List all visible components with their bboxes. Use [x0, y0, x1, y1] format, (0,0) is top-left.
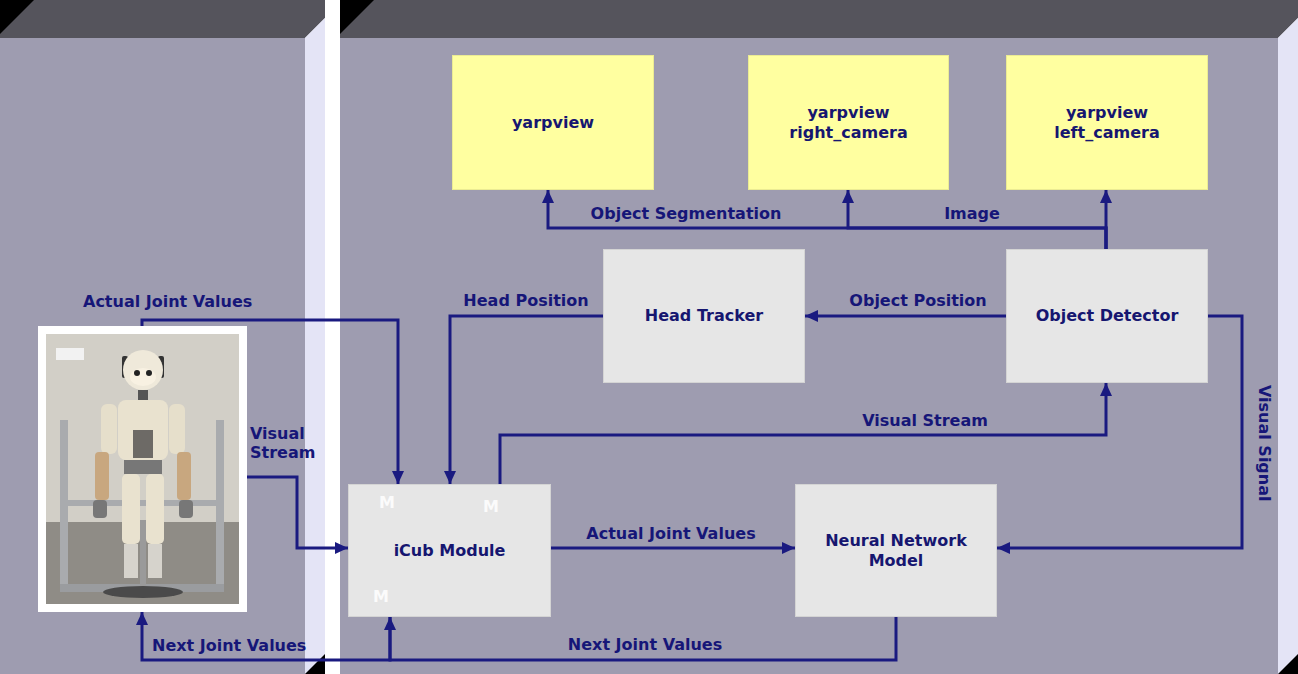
robot-hand: [93, 500, 107, 518]
connector-label: Object Position: [849, 291, 986, 310]
signal-wire: [142, 612, 390, 660]
robot-arm: [177, 452, 191, 500]
panel-corner: [1278, 654, 1298, 674]
box-title: iCub Module: [394, 541, 506, 561]
signal-connector: [450, 316, 603, 484]
robot-leg: [124, 544, 138, 578]
robot-arm: [101, 404, 117, 454]
port-marker: M: [373, 589, 389, 605]
panel-body: [340, 38, 1278, 674]
module-box: Object Detector: [1006, 249, 1208, 383]
panel-side: [305, 18, 325, 674]
signal-label: Next Joint Values: [152, 636, 306, 655]
signal-label: Visual Stream: [250, 424, 312, 462]
connector-label: Next Joint Values: [568, 635, 722, 654]
signal-wire: [142, 320, 398, 484]
robot-stand: [103, 586, 183, 598]
signal-connector: [551, 547, 795, 550]
photo-wall: [46, 334, 239, 604]
connector-label: Actual Joint Values: [586, 524, 755, 543]
panel-body: [0, 38, 305, 674]
robot-torso: [133, 430, 153, 458]
panel-side: [1278, 18, 1298, 674]
panel-top-bar: [0, 0, 325, 38]
viewer-box: yarpview: [452, 55, 654, 190]
box-title: yarpview: [512, 113, 594, 133]
connector-label: Head Position: [463, 291, 588, 310]
box-title: Neural Network Model: [811, 531, 981, 571]
module-box: Neural Network Model: [795, 484, 997, 617]
signal-connector: [390, 617, 896, 660]
robot-eye: [134, 370, 140, 376]
frame-bar: [60, 500, 224, 506]
robot-hand: [179, 500, 193, 518]
robot-photo: [38, 326, 247, 612]
panel-corner: [340, 0, 374, 34]
module-box: Head Tracker: [603, 249, 805, 383]
signal-connector: [805, 315, 1006, 318]
signal-connector: [848, 190, 1106, 249]
connector-label: Object Segmentation: [591, 204, 782, 223]
robot-leg: [146, 474, 164, 544]
viewer-box: yarpview left_camera: [1006, 55, 1208, 190]
panel-top-bar: [340, 0, 1298, 38]
robot-neck: [138, 390, 148, 400]
panel-corner: [305, 654, 325, 674]
panel-corner: [0, 0, 34, 34]
robot-arm: [169, 404, 185, 454]
box-title: Head Tracker: [645, 306, 763, 326]
robot-torso: [118, 400, 168, 460]
robot-head: [123, 350, 163, 390]
port-marker: M: [379, 495, 395, 511]
signal-label: Actual Joint Values: [83, 292, 252, 311]
box-title: yarpview left_camera: [1022, 103, 1192, 143]
box-title: yarpview right_camera: [764, 103, 934, 143]
robot-waist: [124, 460, 162, 474]
robot-arm: [95, 452, 109, 500]
robot-eye: [146, 370, 152, 376]
signal-connector: [548, 190, 1106, 249]
robot-leg: [148, 544, 162, 578]
robot-face: [130, 368, 156, 386]
connector-label: Visual Stream: [862, 411, 988, 430]
wall-socket: [56, 348, 84, 360]
port-marker: M: [483, 499, 499, 515]
signal-connector: [500, 383, 1106, 484]
robot-leg: [122, 474, 140, 544]
connector-label: Visual Signal: [1255, 385, 1274, 501]
module-box: MMiCub ModuleM: [348, 484, 551, 617]
box-title: Object Detector: [1036, 306, 1179, 326]
viewer-box: yarpview right_camera: [748, 55, 949, 190]
photo-frame: [38, 326, 247, 612]
signal-connector: [1105, 190, 1108, 249]
signal-wire: [247, 477, 348, 548]
connector-label: Image: [944, 204, 1000, 223]
robot-stand: [140, 520, 146, 590]
